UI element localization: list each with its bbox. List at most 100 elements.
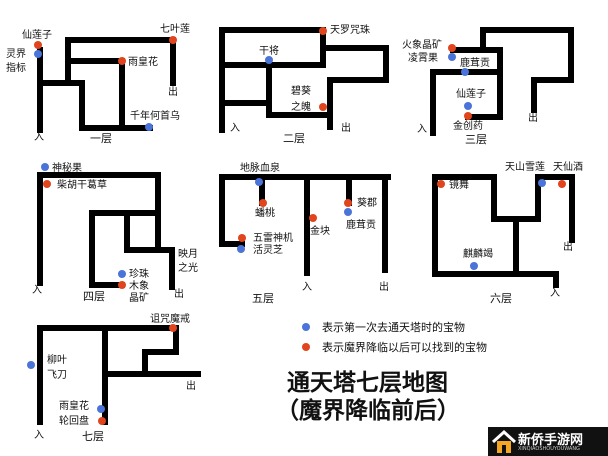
blue-dot <box>265 56 273 64</box>
blue-dot <box>27 361 35 369</box>
red-dot <box>118 57 126 65</box>
entrance-label: 入 <box>34 430 44 441</box>
item-label: 七叶莲 <box>160 23 190 35</box>
item-label: 灵界 <box>6 48 26 60</box>
item-label: 干将 <box>259 45 279 57</box>
red-dot <box>344 199 352 207</box>
map-title: 通天塔七层地图 <box>287 369 448 396</box>
floor-6-walls <box>432 174 575 288</box>
blue-dot <box>118 270 126 278</box>
entrance-label: 入 <box>417 124 427 135</box>
entrance-label: 入 <box>302 282 312 293</box>
item-label: 晶矿 <box>129 291 149 304</box>
exit-label: 出 <box>168 85 178 98</box>
floor-label: 七层 <box>82 430 104 443</box>
item-label: 金块 <box>310 224 330 237</box>
red-dot <box>169 324 177 332</box>
item-label: 木象 <box>129 280 149 292</box>
item-label: 天仙酒 <box>553 160 583 173</box>
item-label: 千年何首乌 <box>130 109 180 122</box>
blue-dot <box>464 102 472 110</box>
entrance-label: 入 <box>230 123 240 134</box>
item-label: 凌霄果 <box>408 51 438 64</box>
exit-label: 出 <box>186 379 196 392</box>
floor-label: 四层 <box>83 290 105 303</box>
entrance-label: 入 <box>34 132 44 143</box>
exit-label: 出 <box>563 240 573 253</box>
red-dot <box>437 180 445 188</box>
item-label: 火象晶矿 <box>402 38 442 51</box>
floor-label: 三层 <box>465 133 487 146</box>
blue-dot <box>470 262 478 270</box>
red-dot <box>319 27 327 35</box>
legend-blue-text: 表示第一次去通天塔时的宝物 <box>322 320 465 334</box>
item-label: 葵郡 <box>357 197 377 209</box>
item-label: 指标 <box>6 61 26 74</box>
floor-label: 一层 <box>90 132 112 145</box>
red-dot <box>118 281 126 289</box>
red-dot <box>448 44 456 52</box>
blue-dot <box>145 123 153 131</box>
item-label: 仙莲子 <box>22 28 52 41</box>
watermark-name: 新侨手游网 <box>518 433 584 448</box>
item-label: 神秘果 <box>52 161 82 174</box>
red-dot <box>558 180 566 188</box>
exit-label: 出 <box>341 121 351 134</box>
item-label: 轮回盘 <box>59 414 89 427</box>
blue-dot <box>255 178 263 186</box>
item-label: 珍珠 <box>129 267 149 280</box>
blue-dot <box>34 50 42 58</box>
item-label: 蟠桃 <box>255 206 275 219</box>
floor-5-walls <box>219 174 391 276</box>
entrance-label: 入 <box>550 288 560 299</box>
floor-label: 二层 <box>283 132 305 145</box>
floor-label: 五层 <box>252 292 274 305</box>
blue-dot <box>41 163 49 171</box>
item-label: 天山雪莲 <box>505 161 545 173</box>
red-dot <box>98 417 106 425</box>
item-label: 之光 <box>178 261 198 274</box>
item-label: 鹿茸贡 <box>460 56 490 69</box>
item-label: 柴胡干葛草 <box>57 178 107 191</box>
exit-label: 出 <box>379 280 389 293</box>
item-label: 天罗咒珠 <box>330 23 370 36</box>
red-dot <box>319 103 327 111</box>
item-label: 映月 <box>178 248 198 260</box>
red-dot <box>43 180 51 188</box>
exit-label: 出 <box>528 111 538 124</box>
floor-2-walls <box>219 27 389 133</box>
floor-1-walls <box>37 37 176 133</box>
item-label: 金创药 <box>453 119 483 132</box>
item-label: 诅咒魔戒 <box>150 312 190 325</box>
item-label: 活灵芝 <box>253 243 283 256</box>
watermark: 新侨手游网 XINQIAOSHOUYOUWANG <box>488 427 608 456</box>
item-label: 五雷神机 <box>253 231 293 244</box>
item-label: 鹿茸贡 <box>346 218 376 231</box>
entrance-label: 入 <box>32 285 42 296</box>
blue-dot <box>344 208 352 216</box>
item-label: 柳叶 <box>47 353 67 366</box>
blue-dot <box>461 68 469 76</box>
blue-dot <box>237 245 245 253</box>
red-dot <box>169 36 177 44</box>
item-label: 飞刀 <box>47 370 67 381</box>
blue-dot <box>538 179 546 187</box>
legend-blue-dot <box>302 323 310 331</box>
item-label: 雨皇花 <box>128 55 158 68</box>
item-label: 之魄 <box>291 100 311 113</box>
item-label: 镜舞 <box>449 178 469 191</box>
house-logo-icon <box>491 429 516 453</box>
item-label: 地脉血泉 <box>240 161 280 174</box>
item-label: 碧葵 <box>291 85 311 97</box>
map-subtitle: （魔界降临前后） <box>276 397 460 424</box>
red-dot <box>464 112 472 120</box>
blue-dot <box>448 53 456 61</box>
legend-red-text: 表示魔界降临以后可以找到的宝物 <box>322 340 487 354</box>
watermark-sub: XINQIAOSHOUYOUWANG <box>518 446 580 452</box>
exit-label: 出 <box>174 287 184 300</box>
floor-label: 六层 <box>490 292 512 305</box>
item-label: 雨皇花 <box>59 399 89 412</box>
red-dot <box>238 234 246 242</box>
